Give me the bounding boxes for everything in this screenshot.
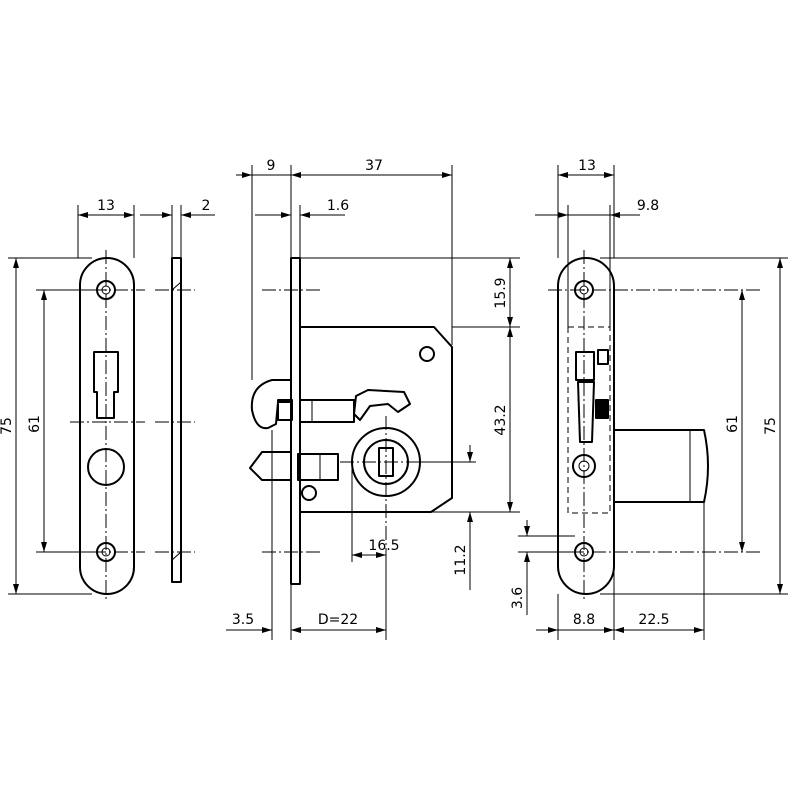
dim-front-height: 75 xyxy=(763,417,779,435)
cylinder-body xyxy=(614,429,709,503)
faceplate xyxy=(290,257,301,585)
dim-front-bottom-offset: 3.6 xyxy=(510,587,526,609)
dim-front-hole-spacing: 61 xyxy=(725,415,741,433)
dim-strike-height: 75 xyxy=(0,417,15,435)
case-rivet-bottom xyxy=(301,485,317,501)
dim-strike-hole-spacing: 61 xyxy=(27,415,43,433)
hidden-case-outline xyxy=(567,326,611,514)
dim-top-to-bolt: 15.9 xyxy=(493,277,509,308)
dim-case-depth: 37 xyxy=(365,158,383,174)
dim-cylinder-length: 22.5 xyxy=(638,612,669,628)
dim-strike-width: 13 xyxy=(97,198,115,214)
dim-strike-thickness: 2 xyxy=(202,198,211,214)
dim-bolt-projection: 3.5 xyxy=(232,612,254,628)
dim-faceplate-thickness: 1.6 xyxy=(327,198,349,214)
strike-plate-view: 13 2 75 61 xyxy=(0,198,215,600)
latch-bolt-top xyxy=(299,399,355,423)
dim-key-to-bottom: 11.2 xyxy=(453,544,469,575)
lock-front-view: 13 9.8 61 75 3.6 8.8 22.5 xyxy=(510,158,788,640)
dim-cylinder-offset: 8.8 xyxy=(573,612,595,628)
case-rivet-top xyxy=(419,346,435,362)
strike-plate-side xyxy=(171,257,182,583)
front-latch xyxy=(575,351,595,381)
lock-body-view: 9 37 1.6 15.9 43.2 11.2 16.5 3.5 xyxy=(226,158,520,640)
dim-backset: D=22 xyxy=(318,612,358,628)
front-plate xyxy=(557,257,615,595)
dim-key-offset: 16.5 xyxy=(368,538,399,554)
lever xyxy=(353,389,411,421)
hook-latch xyxy=(250,379,291,430)
dim-case-height: 43.2 xyxy=(493,404,509,435)
strike-latch-opening xyxy=(93,351,119,419)
latch-bolt-bottom xyxy=(249,451,291,481)
dim-backset-front: 9 xyxy=(267,158,276,174)
dim-front-offset: 9.8 xyxy=(637,198,659,214)
dim-front-width: 13 xyxy=(578,158,596,174)
strike-plate xyxy=(79,257,135,595)
lock-case xyxy=(299,326,453,513)
